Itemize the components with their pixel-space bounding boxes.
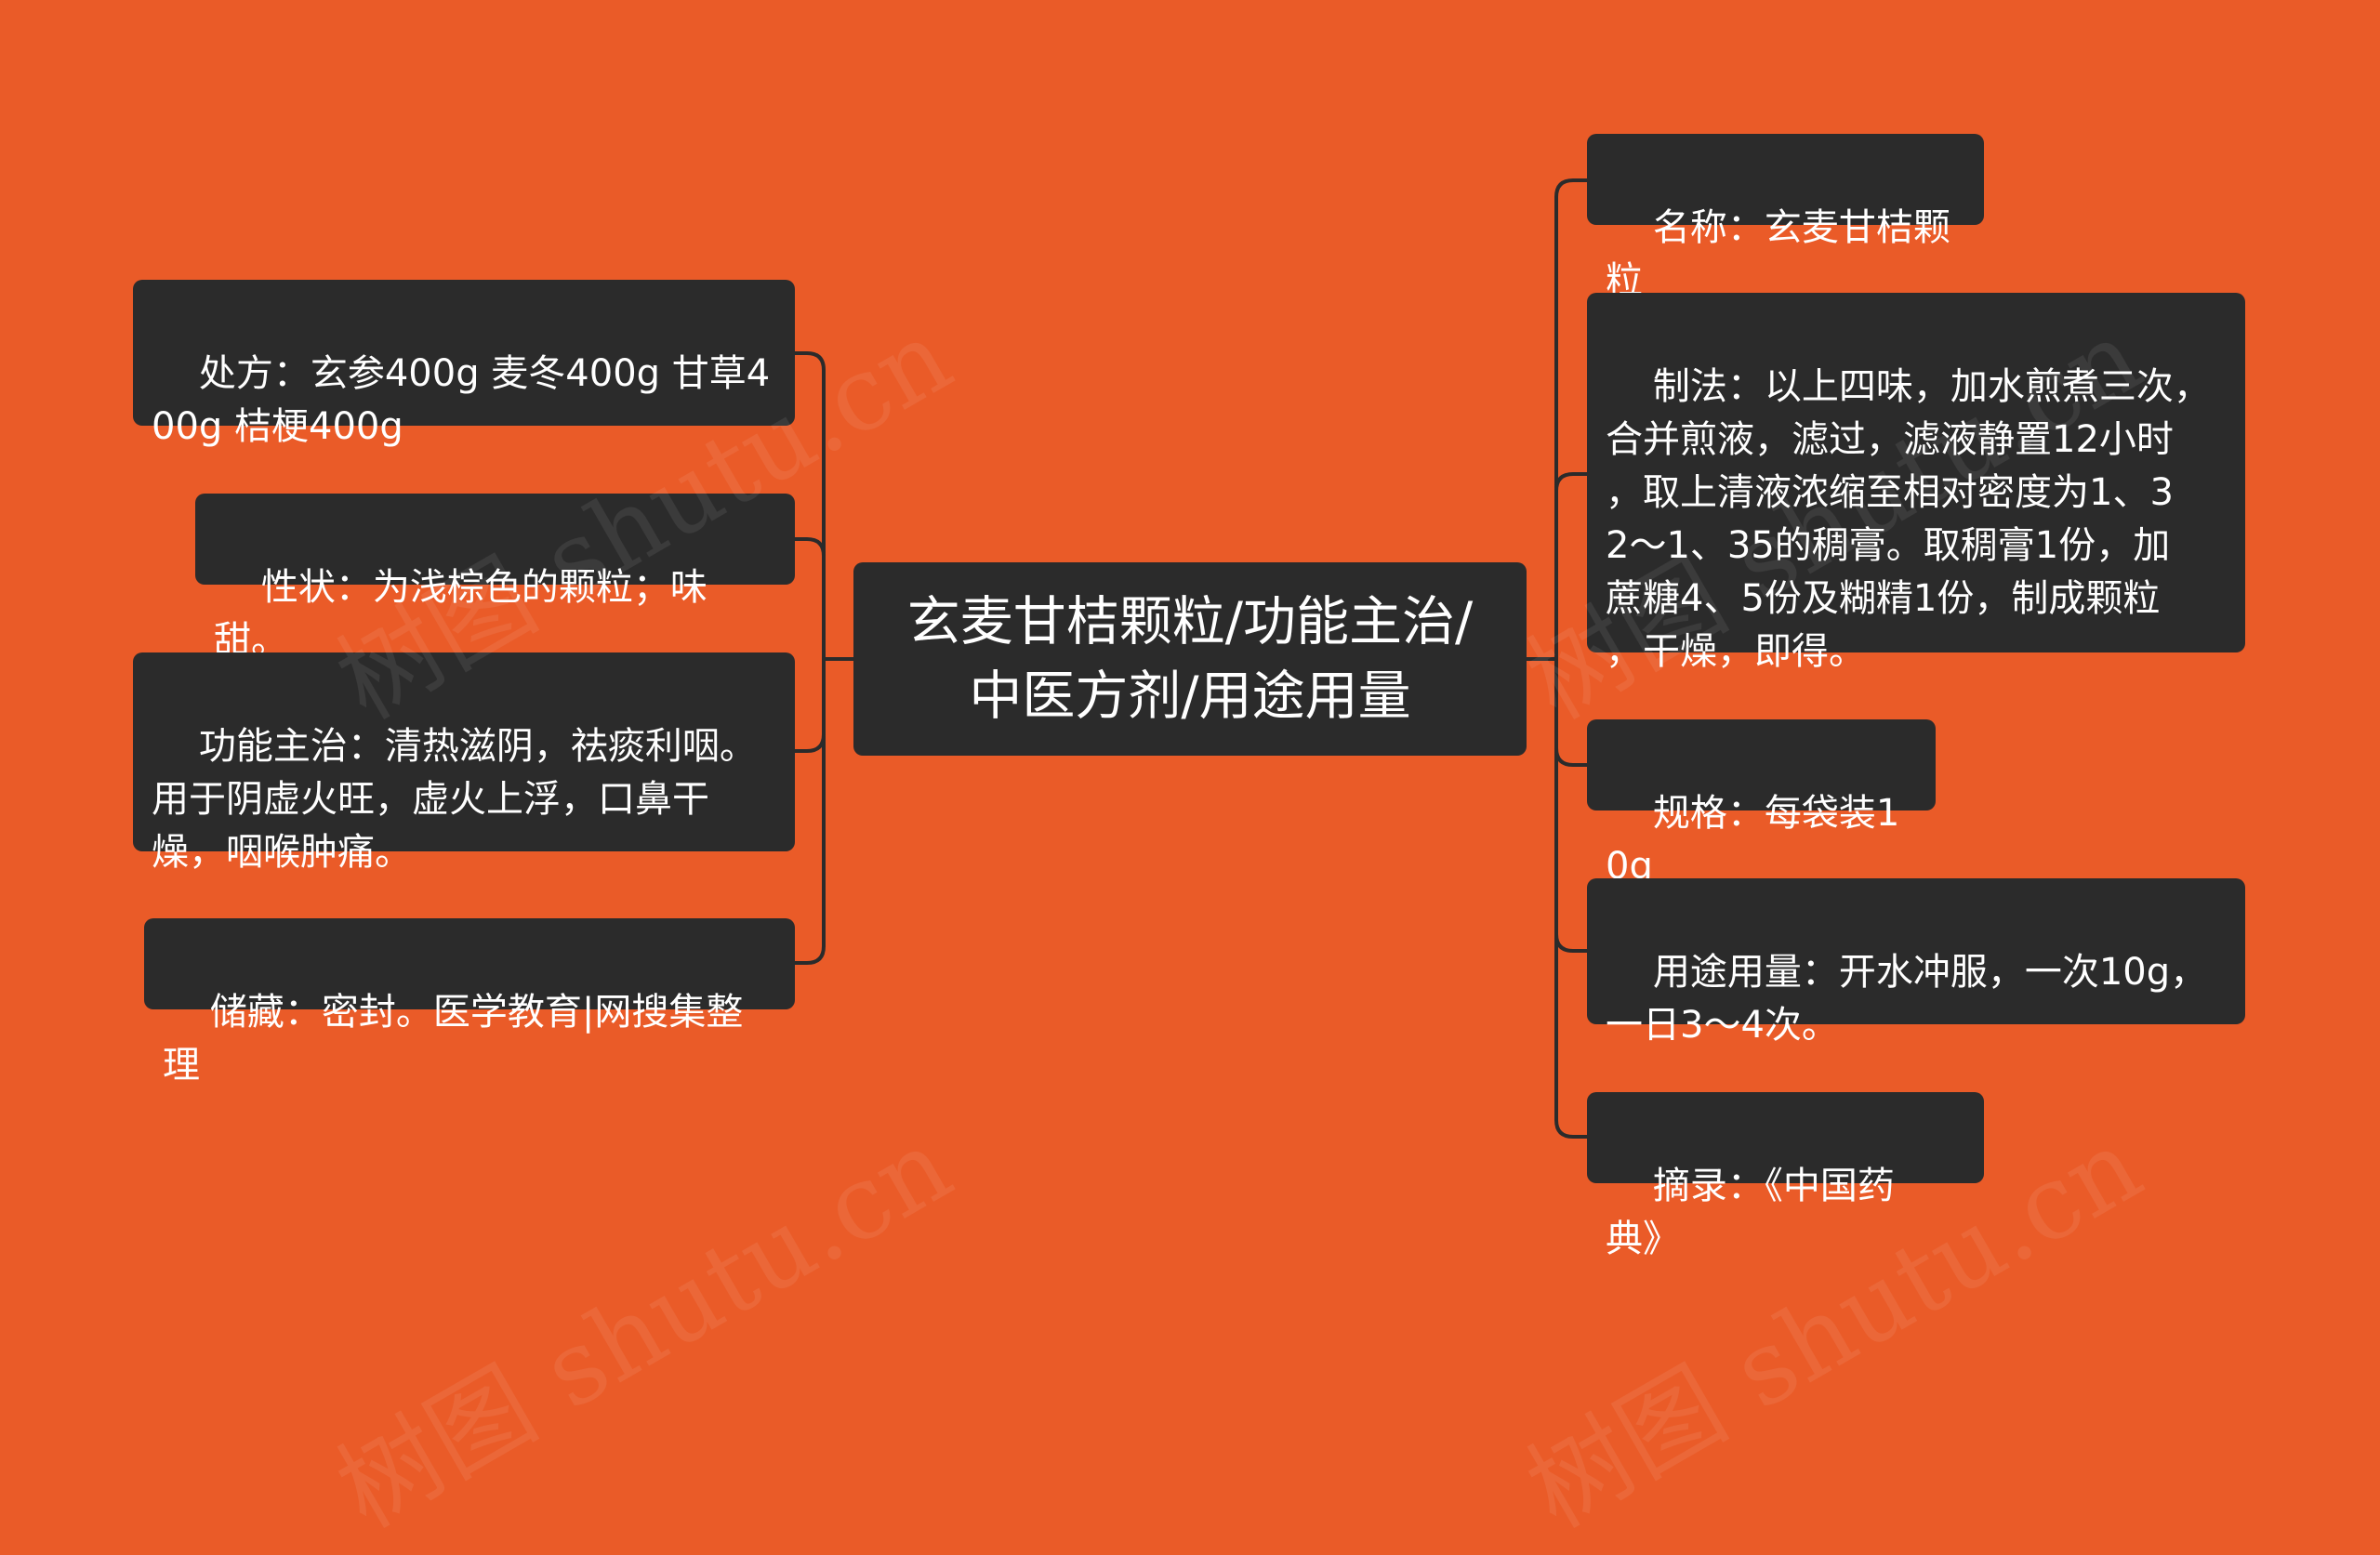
connector-left-4: [795, 945, 826, 965]
connector-left-1: [795, 351, 826, 371]
topic-prescription-label: 处方：玄参400g 麦冬400g 甘草4 00g 桔梗400g: [152, 352, 771, 448]
topic-indications[interactable]: 功能主治：清热滋阴，祛痰利咽。 用于阴虚火旺，虚火上浮，口鼻干 燥，咽喉肿痛。: [133, 652, 795, 874]
central-topic[interactable]: 玄麦甘桔颗粒/功能主治/中医方剂/用途用量: [853, 562, 1527, 756]
topic-preparation[interactable]: 制法：以上四味，加水煎煮三次， 合并煎液，滤过，滤液静置12小时 ，取上清液浓缩…: [1587, 293, 2245, 673]
connector-left-2: [795, 537, 826, 557]
connector-left-3: [795, 733, 826, 753]
connector-right-1: [1554, 178, 1587, 198]
topic-source-label: 摘录：《中国药典》: [1606, 1165, 1895, 1260]
topic-name[interactable]: 名称：玄麦甘桔颗粒: [1587, 134, 1984, 302]
topic-storage-label: 储藏：密封。医学教育|网搜集整理: [163, 991, 744, 1087]
topic-dosage-label: 用途用量：开水冲服，一次10g， 一日3～4次。: [1606, 951, 2208, 1047]
topic-prescription[interactable]: 处方：玄参400g 麦冬400g 甘草4 00g 桔梗400g: [133, 280, 795, 448]
topic-name-label: 名称：玄麦甘桔颗粒: [1606, 206, 1950, 302]
topic-specification[interactable]: 规格：每袋装10g: [1587, 719, 1936, 888]
topic-dosage[interactable]: 用途用量：开水冲服，一次10g， 一日3～4次。: [1587, 878, 2245, 1047]
mindmap-canvas: 玄麦甘桔颗粒/功能主治/中医方剂/用途用量 处方：玄参400g 麦冬400g 甘…: [133, 134, 2245, 1550]
topic-preparation-label: 制法：以上四味，加水煎煮三次， 合并煎液，滤过，滤液静置12小时 ，取上清液浓缩…: [1606, 365, 2211, 673]
connector-right-3: [1554, 747, 1587, 767]
topic-indications-label: 功能主治：清热滋阴，祛痰利咽。 用于阴虚火旺，虚火上浮，口鼻干 燥，咽喉肿痛。: [152, 725, 757, 874]
central-topic-label: 玄麦甘桔颗粒/功能主治/中医方剂/用途用量: [906, 591, 1474, 727]
connector-right-2: [1554, 472, 1587, 492]
topic-storage[interactable]: 储藏：密封。医学教育|网搜集整理: [144, 918, 795, 1087]
connector-right-4: [1554, 933, 1587, 953]
topic-source[interactable]: 摘录：《中国药典》: [1587, 1092, 1984, 1260]
connector-lines: [795, 178, 1587, 1139]
connector-right-5: [1554, 1119, 1587, 1139]
